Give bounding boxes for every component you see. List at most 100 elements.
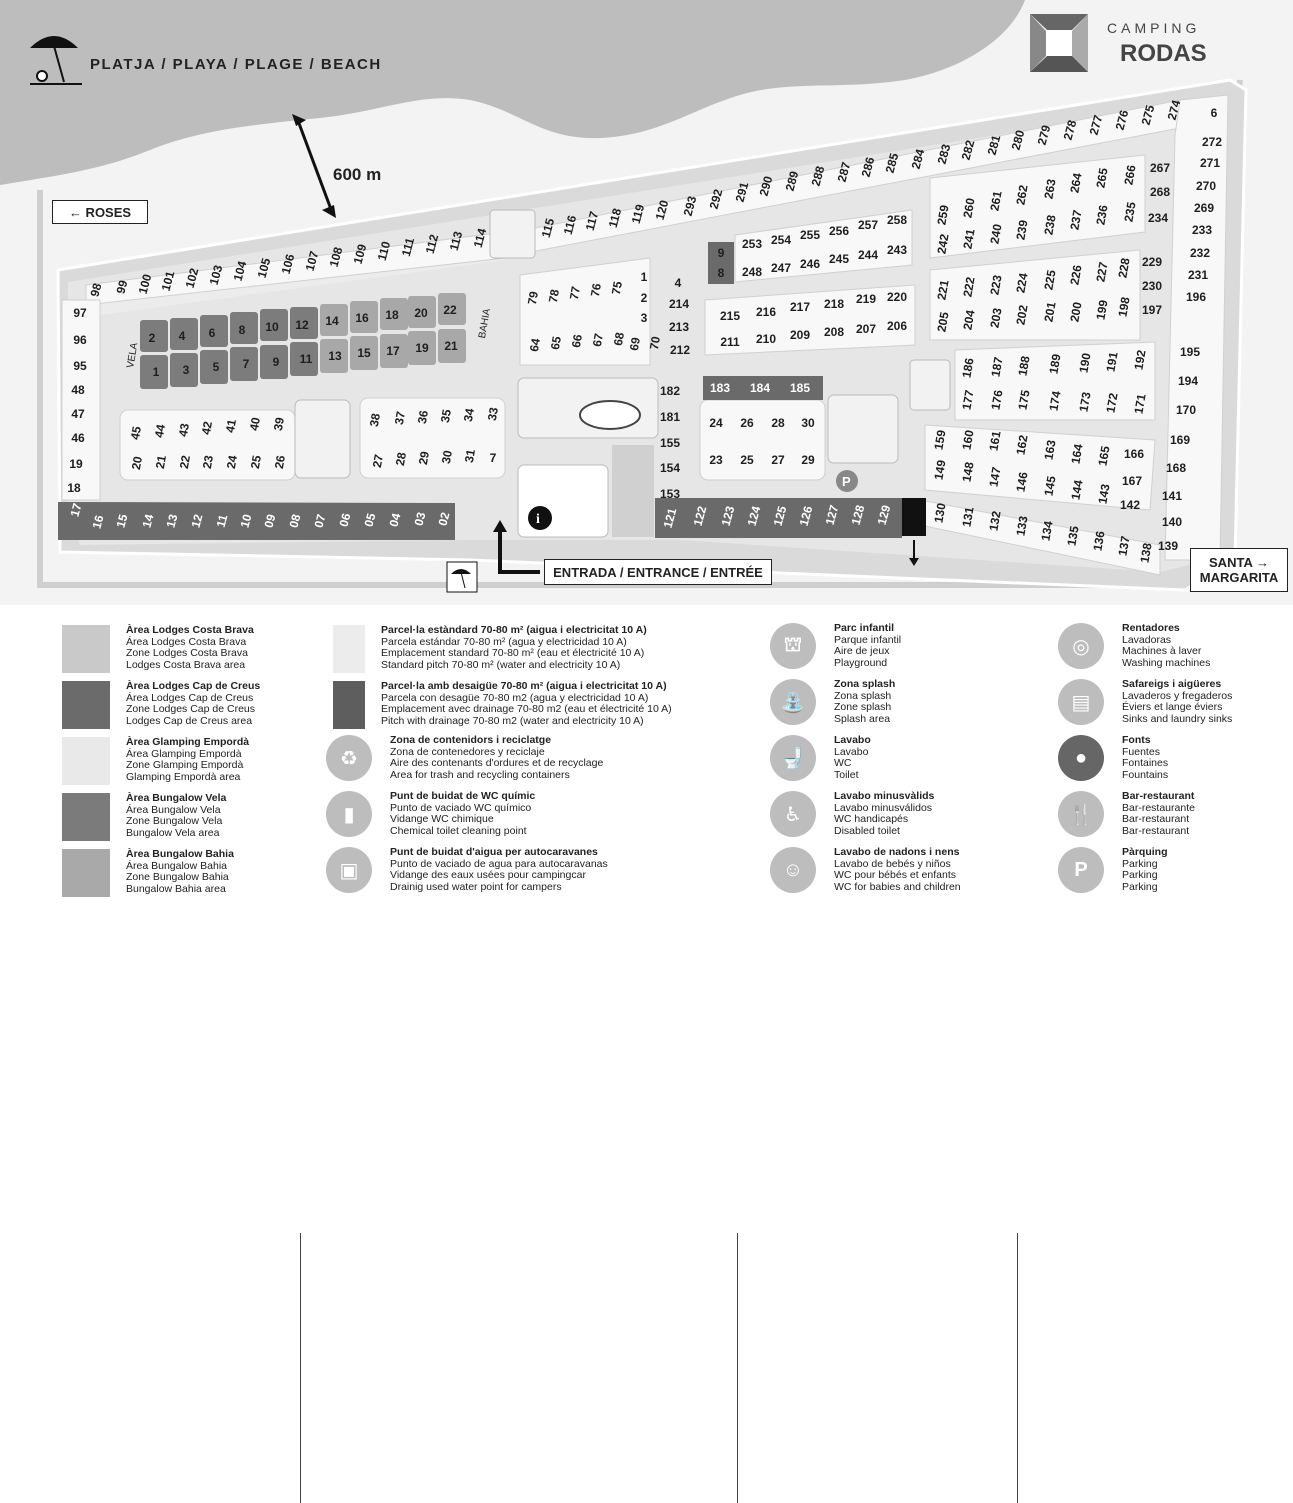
beach-area <box>0 0 1025 185</box>
legend-line: Parcela estándar 70-80 m² (agua y electr… <box>381 635 627 648</box>
pitch-number: 168 <box>1165 461 1187 475</box>
pitch-number: 154 <box>659 461 681 475</box>
legend-line: Glamping Empordà area <box>126 770 241 783</box>
pitch-number: 256 <box>828 224 850 238</box>
legend-line: Standard pitch 70-80 m² (water and elect… <box>381 658 621 671</box>
pitch-number: 207 <box>855 322 877 336</box>
pitch-number: 8 <box>717 266 725 280</box>
legend-line: Fuentes <box>1122 745 1160 758</box>
pitch-number: 243 <box>886 243 908 257</box>
legend-title: Lavabo <box>834 734 871 746</box>
legend-pitch-item: Parcel·la estàndard 70-80 m² (aigua i el… <box>333 624 647 673</box>
legend-line: Lavaderos y fregaderos <box>1122 689 1233 702</box>
brand-logo <box>1030 14 1088 72</box>
pitch-number: 213 <box>668 320 690 334</box>
legend-title: Safareigs i aigüeres <box>1122 678 1222 690</box>
legend-line: Lodges Costa Brava area <box>126 658 246 671</box>
playground-icon: ⛫ <box>770 623 816 669</box>
brand-bottom: RODAS <box>1120 40 1207 67</box>
legend-line: Parcela con desagüe 70-80 m2 (agua y ele… <box>381 691 649 704</box>
legend-line: Área Glamping Empordà <box>126 747 242 760</box>
pitch-number: 22 <box>443 303 457 317</box>
pitch-number: 216 <box>755 305 777 319</box>
legend-line: Emplacement standard 70-80 m² (eau et él… <box>381 647 645 659</box>
legend-line: Splash area <box>834 712 891 725</box>
pitch-number: 234 <box>1147 211 1169 225</box>
pitch-number: 9 <box>717 246 725 260</box>
legend-divider <box>737 1233 738 1503</box>
legend-pitch-item: Parcel·la amb desaigüe 70-80 m² (aigua i… <box>333 680 672 729</box>
legend-line: Pitch with drainage 70-80 m2 (water and … <box>381 714 644 727</box>
pitch-number: 181 <box>659 410 681 424</box>
santa-line1: SANTA → <box>1209 555 1269 570</box>
legend-text: Punt de buidat d'aigua per autocaravanes… <box>390 846 608 893</box>
legend-line: Bungalow Bahia area <box>126 882 226 895</box>
map-base: i P <box>0 0 1248 593</box>
pitch-number: 210 <box>755 332 777 346</box>
legend-line: Lavabo minusválidos <box>834 801 933 814</box>
svg-text:P: P <box>842 474 851 489</box>
pitch-number: 9 <box>272 355 280 369</box>
santa-margarita-sign: SANTA → MARGARITA <box>1190 548 1288 592</box>
legend-line: Washing machines <box>1122 656 1211 669</box>
pitch-number: 28 <box>771 416 785 430</box>
pitch-number: 211 <box>720 335 740 349</box>
legend-line: Fountains <box>1122 768 1169 781</box>
pitch-number: 229 <box>1141 255 1163 269</box>
pitch-number: 255 <box>799 228 821 242</box>
distance-arrow <box>295 117 334 213</box>
pitch-number: 17 <box>386 344 400 358</box>
legend-divider <box>300 1233 301 1503</box>
legend-line: WC for babies and children <box>834 880 961 893</box>
pitch-number: 247 <box>770 261 792 275</box>
pitch-number: 215 <box>719 309 741 323</box>
parking-icon <box>836 470 858 492</box>
legend-line: Machines à laver <box>1122 645 1202 657</box>
legend-line: Drainig used water point for campers <box>390 880 562 893</box>
legend-title: Bar-restaurant <box>1122 790 1195 802</box>
legend-line: Area for trash and recycling containers <box>390 768 570 781</box>
legend-title: Pàrquing <box>1122 846 1168 858</box>
pitch-number: 18 <box>67 481 81 495</box>
legend-title: Parc infantil <box>834 622 895 634</box>
legend-swatch <box>62 793 110 841</box>
legend-service-item: ▣Punt de buidat d'aigua per autocaravane… <box>326 846 608 893</box>
legend-line: Aire de jeux <box>834 645 890 657</box>
legend-title: Rentadores <box>1122 622 1180 634</box>
legend-line: Lavadoras <box>1122 633 1172 646</box>
beach-access-icon <box>446 561 478 593</box>
pitch-number: 5 <box>212 360 220 374</box>
pitch-number: 11 <box>299 352 313 366</box>
pitch-number: 30 <box>801 416 815 430</box>
pitch-number: 268 <box>1149 185 1171 199</box>
legend-title: Àrea Glamping Empordà <box>126 736 250 748</box>
legend-title: Àrea Bungalow Bahia <box>126 848 234 860</box>
pitch-number: 167 <box>1121 474 1143 488</box>
pitch-number: 257 <box>857 218 879 232</box>
exit-marker <box>902 498 926 536</box>
pitch-number: 29 <box>801 453 815 467</box>
pitch-number: 214 <box>668 297 690 311</box>
legend-swatch <box>62 849 110 897</box>
pitch-number: 139 <box>1157 539 1179 553</box>
restaurant-icon: 🍴 <box>1058 791 1104 837</box>
pitch-number: 155 <box>659 436 681 450</box>
pitch-number: 196 <box>1185 290 1207 304</box>
legend-line: Aire des contenants d'ordures et de recy… <box>390 757 604 769</box>
pitch-number: 14 <box>325 314 339 328</box>
